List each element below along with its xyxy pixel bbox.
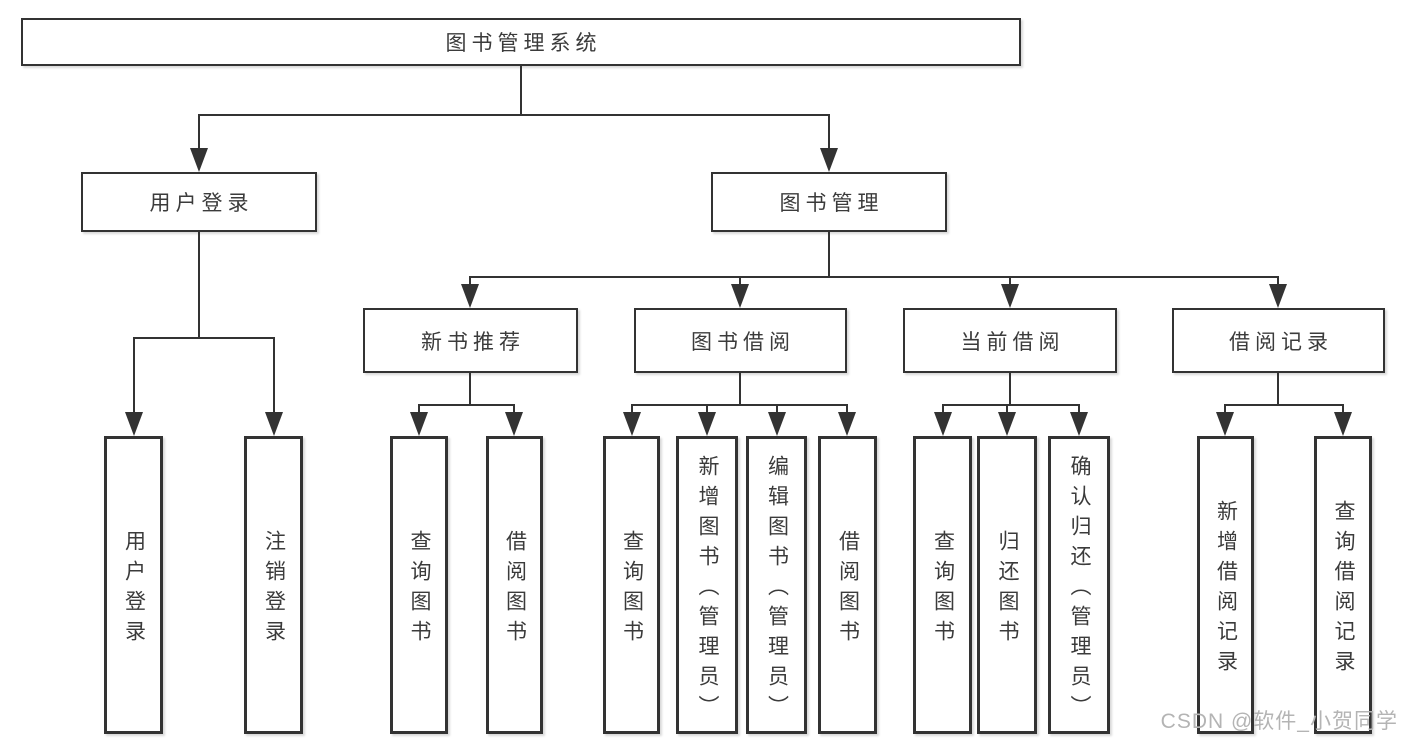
arrow-down-icon	[265, 412, 283, 436]
connector-new-book-stem	[469, 373, 471, 404]
connector-stub	[776, 404, 778, 416]
leaf-newbook-query-label: 查询图书	[408, 529, 431, 650]
node-user-login-label: 用户登录	[149, 192, 254, 215]
connector-stub	[706, 404, 708, 416]
arrow-down-icon	[1216, 412, 1234, 436]
connector-to-current	[1009, 276, 1011, 286]
arrow-down-icon	[998, 412, 1016, 436]
connector-book-mgmt-distributor	[469, 276, 1279, 278]
leaf-current-query-label: 查询图书	[931, 529, 955, 650]
arrow-down-icon	[125, 412, 143, 436]
arrow-down-icon	[410, 412, 428, 436]
watermark: CSDN @软件_小贺同学	[1160, 710, 1398, 733]
connector-borrow-stem	[739, 373, 741, 404]
connector-stub	[418, 404, 420, 416]
connector-to-records	[1277, 276, 1279, 286]
node-borrow-records: 借阅记录	[1172, 308, 1385, 373]
node-current-borrow-label: 当前借阅	[960, 330, 1065, 354]
arrow-down-icon	[838, 412, 856, 436]
connector-to-borrow	[739, 276, 741, 286]
leaf-newbook-borrow-label: 借阅图书	[503, 529, 527, 650]
node-borrow-records-label: 借阅记录	[1229, 330, 1333, 354]
node-new-book-rec: 新书推荐	[363, 308, 578, 373]
connector-root-distributor	[198, 114, 830, 116]
connector-current-stem	[1009, 373, 1011, 404]
node-book-mgmt-label: 图书管理	[779, 192, 884, 215]
arrow-down-icon	[768, 412, 786, 436]
connector-stub	[1078, 404, 1080, 416]
connector-to-new-book	[469, 276, 471, 286]
leaf-borrow-query: 查询图书	[603, 436, 660, 734]
node-user-login: 用户登录	[81, 172, 317, 232]
leaf-user-login: 用户登录	[104, 436, 163, 734]
leaf-records-add-label: 新增借阅记录	[1214, 499, 1238, 680]
connector-borrow-distributor	[631, 404, 848, 406]
node-book-mgmt: 图书管理	[711, 172, 947, 232]
arrow-down-icon	[820, 148, 838, 172]
leaf-user-login-label: 用户登录	[122, 529, 146, 650]
connector-new-book-distributor	[418, 404, 515, 406]
connector-stub	[942, 404, 944, 416]
arrow-down-icon	[698, 412, 716, 436]
node-book-borrow-label: 图书借阅	[691, 330, 795, 354]
connector-to-leaf-logout	[273, 337, 275, 415]
leaf-borrow-add-label: 新增图书（管理员）	[696, 454, 719, 725]
arrow-down-icon	[1070, 412, 1088, 436]
leaf-current-return-label: 归还图书	[996, 529, 1019, 650]
leaf-records-query-label: 查询借阅记录	[1332, 499, 1355, 680]
arrow-down-icon	[190, 148, 208, 172]
arrow-down-icon	[934, 412, 952, 436]
leaf-newbook-query: 查询图书	[390, 436, 448, 734]
connector-user-login-distributor	[133, 337, 275, 339]
connector-records-distributor	[1224, 404, 1344, 406]
connector-current-distributor	[942, 404, 1080, 406]
leaf-borrow-edit: 编辑图书（管理员）	[746, 436, 807, 734]
connector-root-stem	[520, 66, 522, 114]
arrow-down-icon	[623, 412, 641, 436]
leaf-logout: 注销登录	[244, 436, 303, 734]
leaf-records-add: 新增借阅记录	[1197, 436, 1254, 734]
leaf-current-confirm: 确认归还（管理员）	[1048, 436, 1110, 734]
connector-stub	[631, 404, 633, 416]
leaf-newbook-borrow: 借阅图书	[486, 436, 543, 734]
connector-book-mgmt-stem	[828, 232, 830, 276]
leaf-borrow-edit-label: 编辑图书（管理员）	[765, 454, 789, 725]
leaf-current-confirm-label: 确认归还（管理员）	[1068, 454, 1091, 725]
leaf-logout-label: 注销登录	[262, 529, 286, 650]
leaf-borrow-borrow: 借阅图书	[818, 436, 877, 734]
node-book-borrow: 图书借阅	[634, 308, 847, 373]
connector-to-book-mgmt	[828, 114, 830, 150]
connector-to-user-login	[198, 114, 200, 150]
node-root-label: 图书管理系统	[445, 32, 602, 55]
connector-stub	[1342, 404, 1344, 416]
connector-to-leaf-user-login	[133, 337, 135, 415]
arrow-down-icon	[1001, 284, 1019, 308]
arrow-down-icon	[461, 284, 479, 308]
connector-records-stem	[1277, 373, 1279, 404]
connector-stub	[1224, 404, 1226, 416]
arrow-down-icon	[731, 284, 749, 308]
leaf-records-query: 查询借阅记录	[1314, 436, 1372, 734]
leaf-current-query: 查询图书	[913, 436, 972, 734]
leaf-borrow-query-label: 查询图书	[620, 529, 644, 650]
arrow-down-icon	[505, 412, 523, 436]
leaf-current-return: 归还图书	[977, 436, 1037, 734]
connector-stub	[1006, 404, 1008, 416]
connector-stub	[846, 404, 848, 416]
leaf-borrow-borrow-label: 借阅图书	[836, 529, 860, 650]
leaf-borrow-add: 新增图书（管理员）	[676, 436, 738, 734]
node-current-borrow: 当前借阅	[903, 308, 1117, 373]
arrow-down-icon	[1334, 412, 1352, 436]
node-new-book-rec-label: 新书推荐	[421, 330, 525, 354]
connector-stub	[513, 404, 515, 416]
node-root: 图书管理系统	[21, 18, 1021, 66]
arrow-down-icon	[1269, 284, 1287, 308]
connector-user-login-stem	[198, 232, 200, 337]
